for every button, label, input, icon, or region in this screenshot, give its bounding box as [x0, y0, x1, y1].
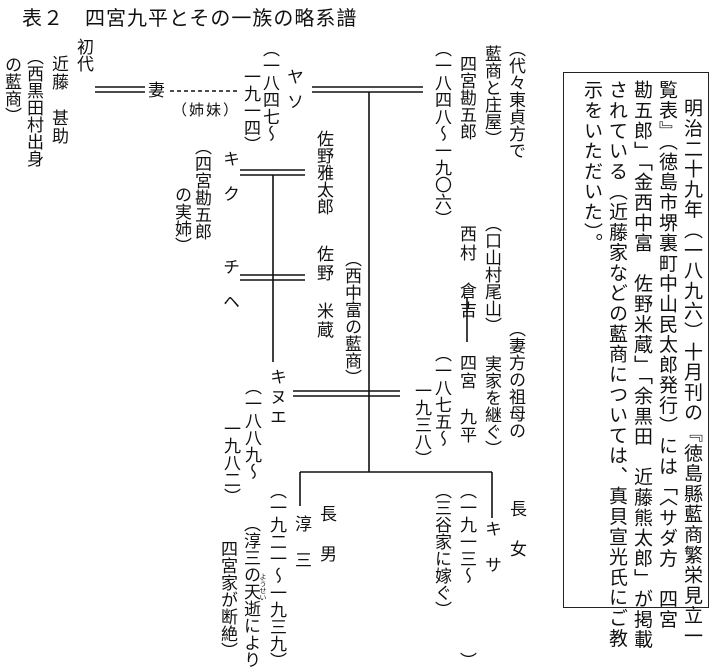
note-line-3: 勘五郎」「金西中富 佐野米蔵」「余黒田 近藤熊太郎」が掲載 — [631, 80, 653, 650]
junzo-furigana: ようせい — [259, 573, 267, 601]
marriage-line-kiku — [240, 169, 305, 176]
junzo-note-1: （淳三の天逝により — [240, 515, 260, 668]
chihe-name: チヘ — [219, 258, 239, 328]
diagram-title: 表２ 四宮九平とその一族の略系譜 — [22, 6, 358, 30]
junzo-years: （一九二一～一九三九） — [266, 482, 286, 669]
note-line-2: 覧表』（徳島市堺裏町中山民太郎発行）には「〈サダ方 四宮 — [656, 80, 678, 630]
kiku-note-1: （四宮勘五郎 — [191, 138, 211, 240]
note-line-5: 示をいただいた）。 — [581, 80, 603, 254]
wife-label: 妻 — [148, 81, 165, 101]
kyuhei-note-2: 実家を継ぐ） — [481, 355, 501, 457]
marriage-line-yaso-kangoro — [312, 86, 423, 93]
marriage-line-kinue-kyuhei — [293, 390, 400, 397]
yaso-years-2: 一九一四） — [240, 68, 260, 153]
sano-note: （西中富の藍商） — [341, 250, 361, 386]
kyuhei-years-1: （一八七五～ — [431, 345, 451, 447]
nishimura-note: （口山村尾山） — [481, 215, 501, 334]
sano-masataro-name: 佐野雅太郎 — [313, 130, 333, 215]
source-note-box — [563, 72, 709, 608]
junzo-note-2: 四宮家が断絶） — [217, 540, 237, 659]
note-line-1: 明治二十九年（一八九六）十月刊の『徳島縣藍商繁栄見立一 — [681, 98, 703, 647]
kangoro-years: （一八四八～一九〇六） — [431, 40, 451, 227]
kinue-name: キヌエ — [266, 368, 286, 428]
kinue-years-1: （一八八九～ — [241, 378, 261, 480]
kyuhei-years-2: 一九三八） — [411, 382, 431, 467]
kondo-generation-label: 初代 — [73, 38, 93, 72]
eldest-daughter-label: 長 女 — [506, 500, 526, 560]
kiku-note-2: の実姉） — [171, 186, 191, 254]
kisa-name: キ サ — [481, 520, 501, 574]
kisa-note: （三谷家に嫁ぐ） — [431, 482, 451, 618]
yaso-name: ヤソ — [283, 68, 303, 118]
kangoro-name: 四宮勘五郎 — [456, 55, 476, 140]
sisters-label: （姉妹） — [172, 101, 241, 119]
kyuhei-note-1: （妻方の祖母の — [505, 320, 525, 439]
kiku-name: キク — [219, 150, 239, 220]
kangoro-note-1: （代々東貞方で — [505, 40, 525, 159]
kondo-note-2: の藍商） — [1, 56, 21, 124]
yaso-years-1: （一八四七～ — [259, 40, 279, 142]
junzo-name: 淳 三 — [291, 515, 311, 569]
eldest-son-label: 長 男 — [316, 505, 336, 565]
nishimura-name: 西村 倉吉 — [456, 225, 476, 320]
kyuhei-name: 四宮 九平 — [456, 354, 476, 444]
kondo-note-1: （西黒田村出身 — [23, 48, 43, 167]
kondo-name: 近藤 甚助 — [48, 55, 68, 145]
kinue-years-2: 一九八二） — [220, 420, 240, 505]
family-tree-lines — [95, 86, 493, 518]
note-line-4: されている（近藤家などの藍商については、真貝宣光氏にご教 — [606, 80, 628, 649]
marriage-line-kondo — [95, 86, 145, 93]
kisa-years: （一九一三～ ） — [456, 482, 476, 669]
kangoro-note-2: 藍商と庄屋） — [481, 45, 501, 147]
sano-yonezo-name: 佐野 米蔵 — [313, 245, 333, 340]
